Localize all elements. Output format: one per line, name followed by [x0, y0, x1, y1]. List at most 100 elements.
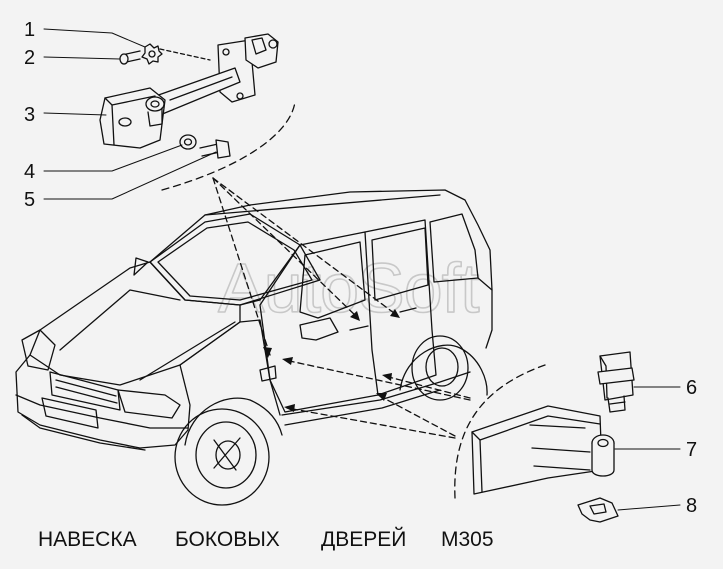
car-bumper-line: [15, 394, 189, 429]
washer-4-hole: [183, 138, 193, 146]
car-door-handles: [349, 307, 417, 331]
leader-8: [617, 504, 681, 511]
callout-2: 2: [24, 47, 35, 69]
callout-5: 5: [24, 189, 35, 211]
lock-washer-1: [141, 43, 163, 65]
arrow-hinge-to-rear-upper: [384, 375, 471, 399]
car-front-wheel: [174, 408, 270, 506]
car-turn-signal: [259, 365, 277, 382]
top-detail-separator: [161, 101, 296, 191]
arrow-head: [390, 309, 400, 318]
car-hood-edge: [139, 321, 236, 381]
check-plate-hole: [222, 48, 230, 56]
arrow-head: [284, 404, 295, 412]
bolt-axis-line: [159, 48, 211, 61]
car-bumper-lower: [21, 414, 146, 451]
bolt-2-head: [119, 53, 129, 65]
washer-4: [179, 134, 197, 150]
arrow-hinge-to-front-upper: [284, 359, 471, 401]
arrow-hinge-to-front-lower: [286, 407, 456, 439]
car-rear-door: [364, 219, 437, 396]
arrow-check-to-front-door: [212, 177, 359, 319]
clip-8-slot: [589, 503, 607, 515]
car-grille: [49, 371, 121, 411]
hinge-leaf-ribs: [529, 424, 591, 471]
arrow-head: [376, 393, 387, 401]
hinge-pin-6: [607, 395, 626, 413]
caption-word-2: БОКОВЫХ: [175, 528, 280, 551]
car-side-mirror: [299, 317, 339, 341]
hinge-half-6-edge: [599, 355, 608, 399]
leader-2: [43, 56, 121, 60]
diagram-caption: НАВЕСКА БОКОВЫХ ДВЕРЕЙ М305: [38, 528, 494, 552]
caption-word-1: НАВЕСКА: [38, 528, 137, 551]
car-hood: [29, 261, 241, 386]
car-headlight-right: [117, 389, 181, 419]
callout-7: 7: [686, 439, 697, 461]
hinge-pin-6-groove: [609, 401, 626, 405]
arrow-head: [382, 373, 392, 381]
leader-3: [43, 112, 107, 116]
leader-lines: [43, 28, 681, 511]
car-a-pillar: [239, 244, 301, 306]
check-pivot-center: [150, 100, 160, 108]
car-rear-wheel: [411, 335, 469, 401]
check-body-slot: [251, 37, 267, 55]
hinge-knuckle-hole: [597, 438, 609, 448]
callout-1: 1: [24, 19, 35, 41]
car-headlight-left: [21, 329, 56, 371]
arrow-head: [282, 357, 293, 365]
car-rear-rim: [425, 347, 459, 387]
arrow-heads: [263, 309, 400, 412]
car-rear-quarter-window: [429, 213, 479, 283]
car-grille-bars: [55, 379, 118, 404]
arrow-check-to-rear-door: [212, 177, 399, 317]
pointer-arrows: [212, 177, 471, 439]
car-sill-lower: [284, 389, 441, 426]
car-rear-wheel-arch: [399, 344, 488, 396]
car-roof-rail: [204, 194, 441, 216]
car-rear-body: [477, 277, 493, 349]
car-hood-crease: [59, 289, 181, 351]
arrow-head: [263, 347, 272, 358]
callout-3: 3: [24, 104, 35, 126]
car-front-door-window: [299, 241, 366, 319]
car-fender: [179, 319, 281, 416]
car-front: [15, 354, 191, 449]
hinge-assembly: [471, 351, 635, 523]
car-front-door: [259, 231, 379, 413]
caption-word-4: М305: [441, 528, 494, 551]
hinge-leaf-top-edge: [479, 415, 601, 441]
car-rear-door-window: [371, 227, 429, 301]
check-body: [244, 33, 279, 69]
leader-5: [43, 151, 217, 200]
check-bracket-top-edge: [111, 95, 156, 106]
car-antenna-mount: [133, 257, 149, 276]
check-plate-hole: [236, 92, 244, 100]
callout-8: 8: [686, 495, 697, 517]
callout-4: 4: [24, 161, 35, 183]
arrow-check-to-front-lower: [212, 177, 271, 356]
lock-washer-1-hole: [148, 50, 156, 58]
leader-4: [43, 144, 183, 172]
hinge-half-6-band: [597, 367, 635, 385]
callout-numbers: 1 2 3 4 5 6 7 8: [24, 19, 697, 517]
leader-1: [43, 28, 146, 48]
car-front-rim: [195, 421, 257, 489]
caption-word-3: ДВЕРЕЙ: [321, 528, 407, 551]
car-front-hub: [215, 440, 241, 470]
arrow-hinge-to-rear-lower: [377, 394, 456, 437]
callout-6: 6: [686, 377, 697, 399]
car-front-wheel-arch: [184, 397, 283, 446]
car-front-rim-spokes: [213, 437, 241, 471]
car-plate: [41, 397, 99, 429]
door-check-assembly: [99, 33, 279, 159]
car-roof-line: [149, 189, 493, 291]
clip-8: [577, 497, 619, 523]
bottom-detail-separator: [454, 364, 546, 499]
check-bracket-hole: [118, 117, 132, 127]
hinge-knuckle: [591, 442, 615, 477]
check-strap-rib: [169, 76, 233, 101]
